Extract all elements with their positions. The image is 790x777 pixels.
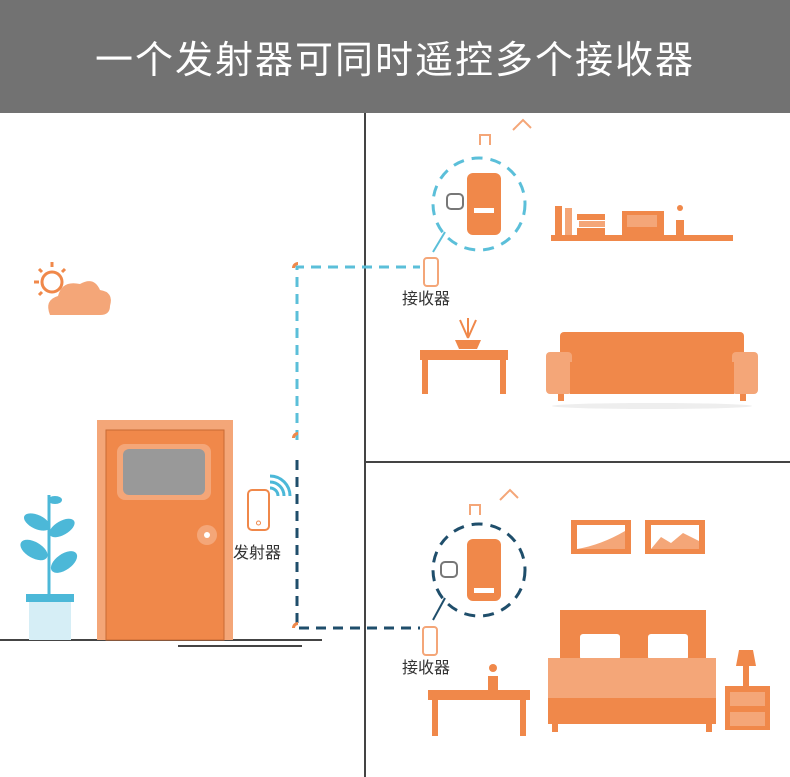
page-title: 一个发射器可同时遥控多个接收器: [0, 0, 790, 113]
receiver-bottom-label: 接收器: [402, 658, 450, 677]
receiver-top-label: 接收器: [402, 289, 450, 308]
signal-wave-icons: [292, 262, 298, 628]
weather-icon: [34, 262, 111, 315]
bed: [548, 610, 716, 732]
potted-plant: [20, 495, 78, 640]
signal-path-top: [295, 265, 420, 440]
signal-path-bottom: [295, 460, 420, 630]
wall-pictures: [571, 520, 705, 554]
nightstand-lamp: [725, 650, 770, 730]
door: [97, 420, 233, 641]
receiver-top: [423, 118, 532, 287]
bookshelf: [551, 205, 733, 241]
bedroom-table: [428, 664, 530, 736]
receiver-bottom: [422, 488, 527, 656]
side-table: [420, 318, 508, 394]
transmitter-label: 发射器: [233, 543, 281, 562]
sofa: [546, 332, 758, 409]
transmitter-device: [247, 474, 292, 531]
